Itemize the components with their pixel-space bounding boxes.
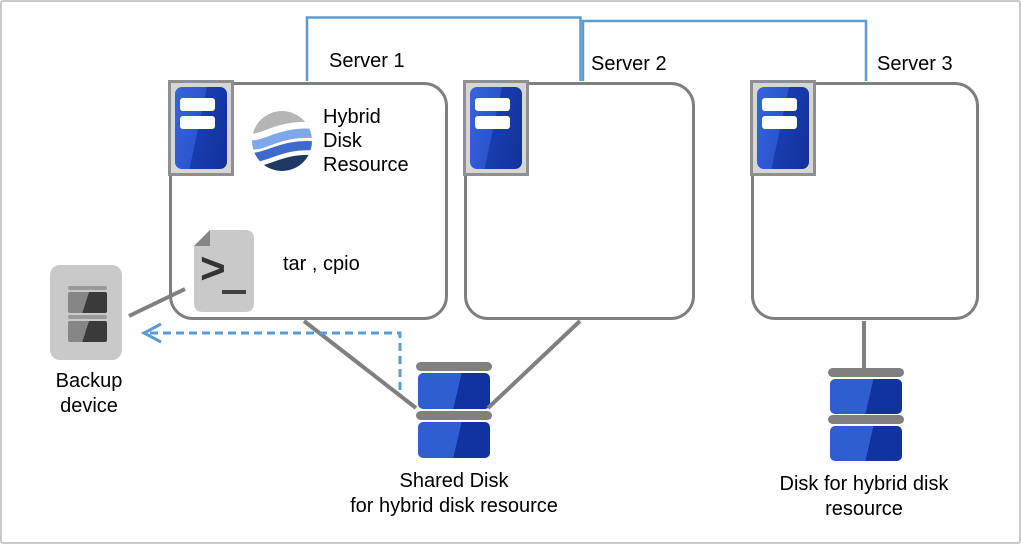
server-tower-slot xyxy=(180,116,215,129)
disk-stack-icon xyxy=(828,368,904,377)
disk-stack-icon xyxy=(828,415,904,424)
server-tower-slot xyxy=(762,116,797,129)
server-tower-icon xyxy=(750,80,816,176)
backup-flow-arrowhead-icon xyxy=(140,322,162,344)
svg-text:>: > xyxy=(200,244,226,293)
disk-stack-icon xyxy=(418,373,490,409)
tape-drive-icon xyxy=(50,265,122,360)
tape-drive-bar xyxy=(68,315,107,319)
disk-stack-icon xyxy=(416,411,492,420)
server-tower-slot xyxy=(475,98,510,111)
backup-flow-dashed-line xyxy=(149,331,402,390)
server3-label: Server 3 xyxy=(877,53,953,75)
server2-shared-disk-line xyxy=(486,319,582,410)
tape-drive-bar xyxy=(68,286,107,290)
backup-device-label: Backup device xyxy=(55,370,123,417)
server-tower-slot xyxy=(762,98,797,111)
server1-shared-disk-line xyxy=(302,319,418,410)
server1-label: Server 1 xyxy=(329,50,405,72)
backup-tools-label: tar , cpio xyxy=(283,253,360,275)
disk-stack-icon xyxy=(830,379,902,414)
server2-label: Server 2 xyxy=(591,53,667,75)
disk-stack-icon xyxy=(830,426,902,461)
server-tower-icon xyxy=(168,80,234,176)
disk-stack-icon xyxy=(418,422,490,458)
hybrid-disk-label: Disk for hybrid disk resource xyxy=(779,473,949,520)
shared-disk-label: Shared Disk for hybrid disk resource xyxy=(350,470,558,517)
server-tower-slot xyxy=(475,116,510,129)
tape-drive-slot xyxy=(68,321,107,342)
server-tower-icon xyxy=(463,80,529,176)
hybrid-disk-resource-label: Hybrid Disk Resource xyxy=(323,106,409,176)
wave-globe-icon xyxy=(252,111,312,171)
tape-drive-slot xyxy=(68,292,107,313)
shell-script-icon: > xyxy=(194,230,254,312)
server-tower-slot xyxy=(180,98,215,111)
disk-stack-icon xyxy=(416,362,492,371)
